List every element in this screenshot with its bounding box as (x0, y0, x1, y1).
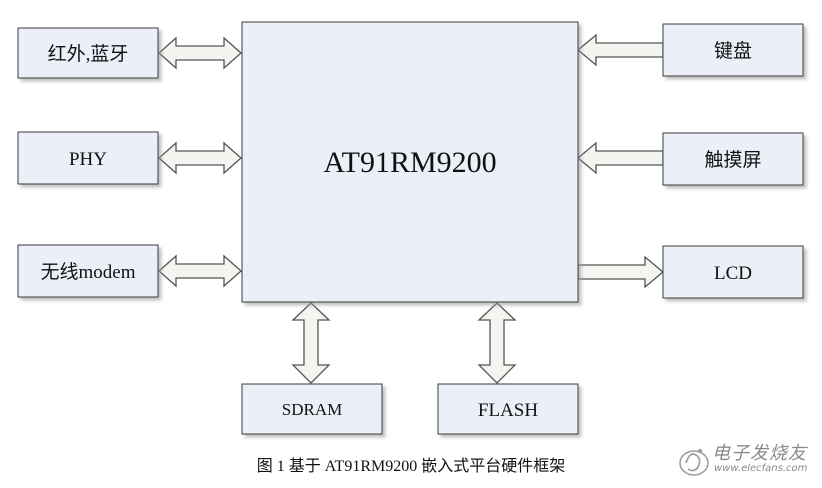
ir-bluetooth-label: 红外,蓝牙 (48, 43, 129, 65)
sdram-double-arrow (291, 302, 331, 384)
ir-bluetooth-block: 红外,蓝牙 (17, 27, 159, 79)
arrows-group (158, 33, 665, 384)
flash-block: FLASH (437, 383, 579, 435)
cpu-label: AT91RM9200 (323, 146, 496, 179)
wireless-modem-double-arrow (158, 254, 242, 288)
flash-label: FLASH (478, 400, 538, 421)
sdram-block: SDRAM (241, 383, 383, 435)
phy-double-arrow (158, 141, 242, 175)
phy-block: PHY (17, 131, 159, 185)
watermark-title: 电子发烧友 (712, 443, 807, 464)
hand-circle-logo-icon (679, 449, 709, 476)
touchscreen-label: 触摸屏 (704, 149, 761, 171)
watermark-url: www.elecfans.com (714, 463, 808, 474)
lcd-label: LCD (714, 263, 752, 284)
touchscreen-to-cpu-arrow (576, 141, 664, 175)
lcd-block: LCD (662, 245, 804, 299)
wireless-modem-block: 无线modem (17, 244, 159, 298)
cpu-block: AT91RM9200 (241, 21, 579, 303)
ir-bluetooth-double-arrow (158, 36, 242, 70)
watermark: 电子发烧友 www.elecfans.com (676, 437, 816, 485)
cpu-to-lcd-arrow (577, 255, 665, 289)
phy-label: PHY (69, 149, 107, 170)
keyboard-to-cpu-arrow (576, 33, 664, 67)
flash-double-arrow (477, 302, 517, 384)
sdram-label: SDRAM (282, 400, 342, 419)
keyboard-label: 键盘 (714, 40, 752, 62)
touchscreen-block: 触摸屏 (662, 132, 804, 186)
wireless-modem-label: 无线modem (41, 261, 136, 283)
keyboard-block: 键盘 (662, 23, 804, 77)
figure-caption: 图 1 基于 AT91RM9200 嵌入式平台硬件框架 (256, 458, 566, 475)
